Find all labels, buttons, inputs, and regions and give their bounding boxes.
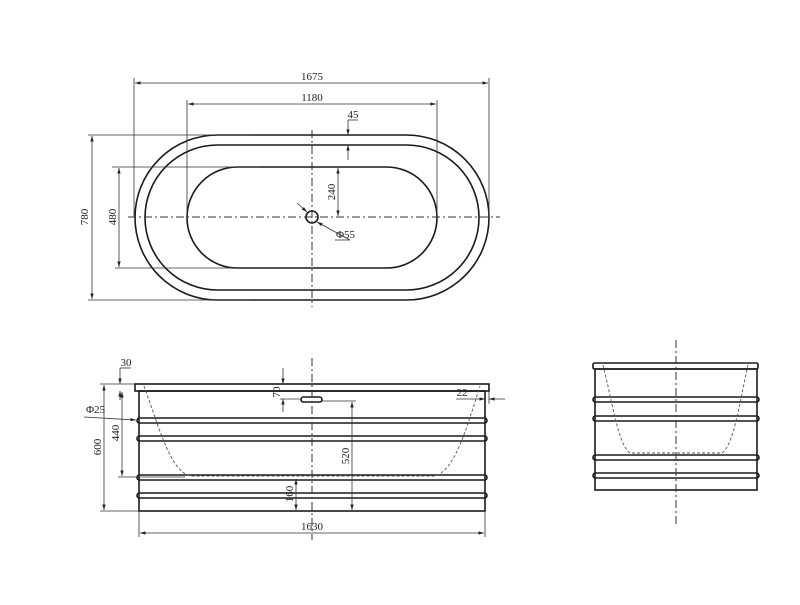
end-view xyxy=(592,340,760,525)
label-inner-depth: 440 xyxy=(110,424,122,441)
label-rim-overhang: 22 xyxy=(457,387,468,399)
label-overflow-height: 520 xyxy=(340,447,352,464)
end-hidden-basin-outline xyxy=(602,364,749,454)
hidden-basin-outline xyxy=(143,385,481,477)
label-drain-diameter: Φ55 xyxy=(336,229,356,241)
label-base-length: 1630 xyxy=(301,521,324,533)
label-floor-height: 160 xyxy=(284,485,296,502)
label-inner-width: 480 xyxy=(107,208,119,225)
label-overall-length: 1675 xyxy=(301,71,324,83)
top-view: 1675 1180 45 240 780 480 Φ55 xyxy=(79,71,500,307)
label-rim-width: 45 xyxy=(348,109,360,121)
label-overflow-offset: 70 xyxy=(271,386,283,398)
label-drain-offset: 240 xyxy=(326,183,338,200)
label-inner-length: 1180 xyxy=(301,92,323,104)
label-overall-width: 780 xyxy=(79,208,91,225)
side-view: 30 600 440 Φ25 70 520 160 22 1630 xyxy=(83,357,505,540)
label-rib-diameter: Φ25 xyxy=(86,404,106,416)
label-overall-height: 600 xyxy=(92,438,104,455)
label-rim-thickness: 30 xyxy=(121,357,133,369)
